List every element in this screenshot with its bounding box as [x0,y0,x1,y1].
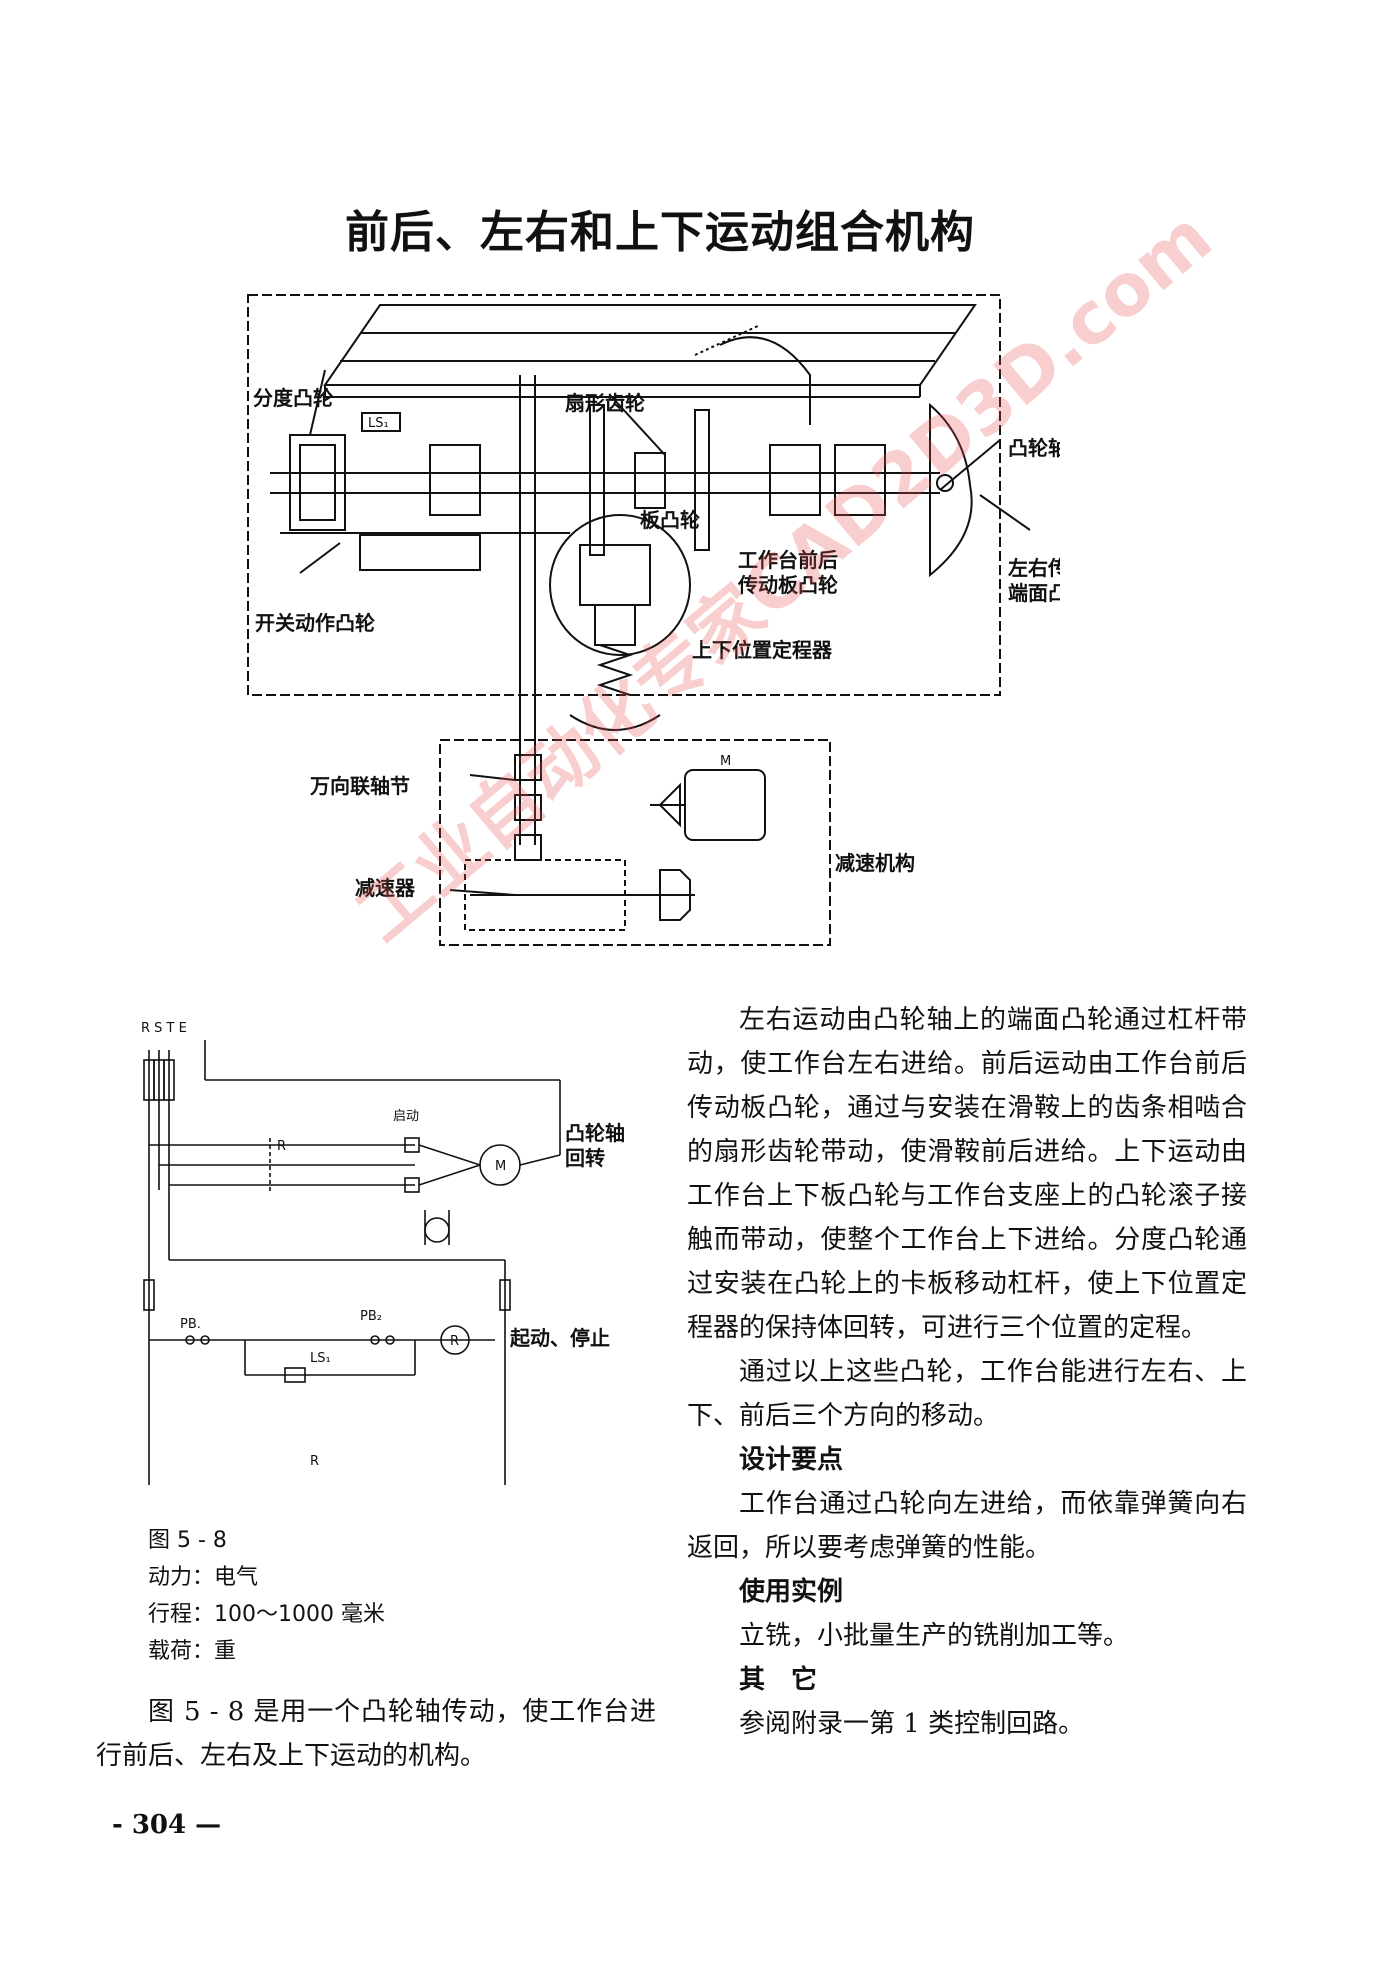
worktable [323,304,977,386]
paragraph-usage-examples: 立铣，小批量生产的铣削加工等。 [739,1621,1130,1651]
right-paragraph-2: 通过以上这些凸轮，工作台能进行左右、上下、前后三个方向的移动。 [687,1357,1247,1431]
mechanism-diagram: 分度凸轮 LS₁ 扇形齿轮 凸轮轴 板凸轮 工作台前后 传动板凸轮 左右传动 端… [247,294,1060,946]
heading-design-points: 设计要点 [739,1445,844,1475]
lr-end-cam [929,402,973,578]
figure-stroke: 行程：100～1000 毫米 [148,1602,385,1627]
label-plate-cam: 板凸轮 [640,508,700,532]
heading-usage-examples: 使用实例 [739,1577,844,1607]
label-motor-m: M [495,1159,506,1174]
label-bottom-r: R [310,1454,319,1469]
label-reducer: 减速器 [355,876,416,900]
label-indexing-cam: 分度凸轮 [253,386,333,410]
spring [596,644,634,696]
label-sector-gear: 扇形齿轮 [565,391,645,415]
label-ls1: LS₁ [368,416,389,431]
label-reduction-mech: 减速机构 [835,851,915,875]
indexing-cam [289,434,346,531]
label-camshaft-rotate-1: 凸轮轴 [565,1121,625,1145]
left-paragraph: 图 5 - 8 是用一个凸轮轴传动，使工作台进行前后、左右及上下运动的机构。 [96,1697,656,1771]
left-column: 图 5 - 8 是用一个凸轮轴传动，使工作台进行前后、左右及上下运动的机构。 [96,1690,656,1778]
page-title: 前后、左右和上下运动组合机构 [345,207,975,258]
paragraph-other: 参阅附录一第 1 类控制回路。 [739,1709,1085,1739]
label-lr-end-cam-1: 左右传动 [1008,556,1060,580]
label-ls1-circuit: LS₁ [310,1351,331,1366]
label-motor: M [720,754,731,769]
plate-cam [589,404,605,556]
label-start: 启动 [393,1109,419,1124]
figure-power: 动力：电气 [148,1565,259,1590]
label-pb1: PB. [180,1317,201,1332]
figure-load: 载荷：重 [148,1639,237,1664]
figure-caption: 图 5 - 8 动力：电气 行程：100～1000 毫米 载荷：重 [148,1522,385,1670]
upper-frame [247,294,1001,696]
label-universal-joint: 万向联轴节 [309,774,410,798]
relay-coil [440,1325,470,1355]
right-column: 左右运动由凸轮轴上的端面凸轮通过杠杆带动，使工作台左右进给。前后运动由工作台前后… [687,998,1247,1746]
label-start-stop: 起动、停止 [509,1326,610,1350]
heading-other: 其 它 [739,1665,818,1695]
table-fb-cam [694,409,710,551]
figure-number: 图 5 - 8 [148,1528,227,1553]
label-lr-end-cam-2: 端面凸轮 [1008,581,1060,605]
positioner-circle [549,514,691,656]
label-camshaft: 凸轮轴 [1008,436,1060,460]
label-r-contact: R [277,1139,286,1154]
label-relay-r: R [450,1334,459,1349]
label-ud-positioner: 上下位置定程器 [692,638,833,662]
label-table-fb-cam-1: 工作台前后 [738,548,838,572]
label-switch-cam: 开关动作凸轮 [255,611,375,635]
motor-shape [684,769,766,841]
ls1-switch [361,412,401,432]
paragraph-design-points: 工作台通过凸轮向左进给，而依靠弹簧向右返回，所以要考虑弹簧的性能。 [687,1489,1247,1563]
page-number: - 304 — [112,1810,222,1840]
label-pb2: PB₂ [360,1309,382,1324]
right-paragraph-1: 左右运动由凸轮轴上的端面凸轮通过杠杆带动，使工作台左右进给。前后运动由工作台前后… [687,1005,1247,1343]
label-camshaft-rotate-2: 回转 [565,1146,605,1170]
circuit-diagram: R S T E 启动 R M 凸轮轴 回转 PB. PB₂ R LS₁ 起动、停… [141,1021,625,1485]
label-phases: R S T E [141,1021,187,1036]
lower-frame [439,739,831,946]
label-table-fb-cam-2: 传动板凸轮 [737,573,838,597]
sector-gear-shape [719,336,811,425]
